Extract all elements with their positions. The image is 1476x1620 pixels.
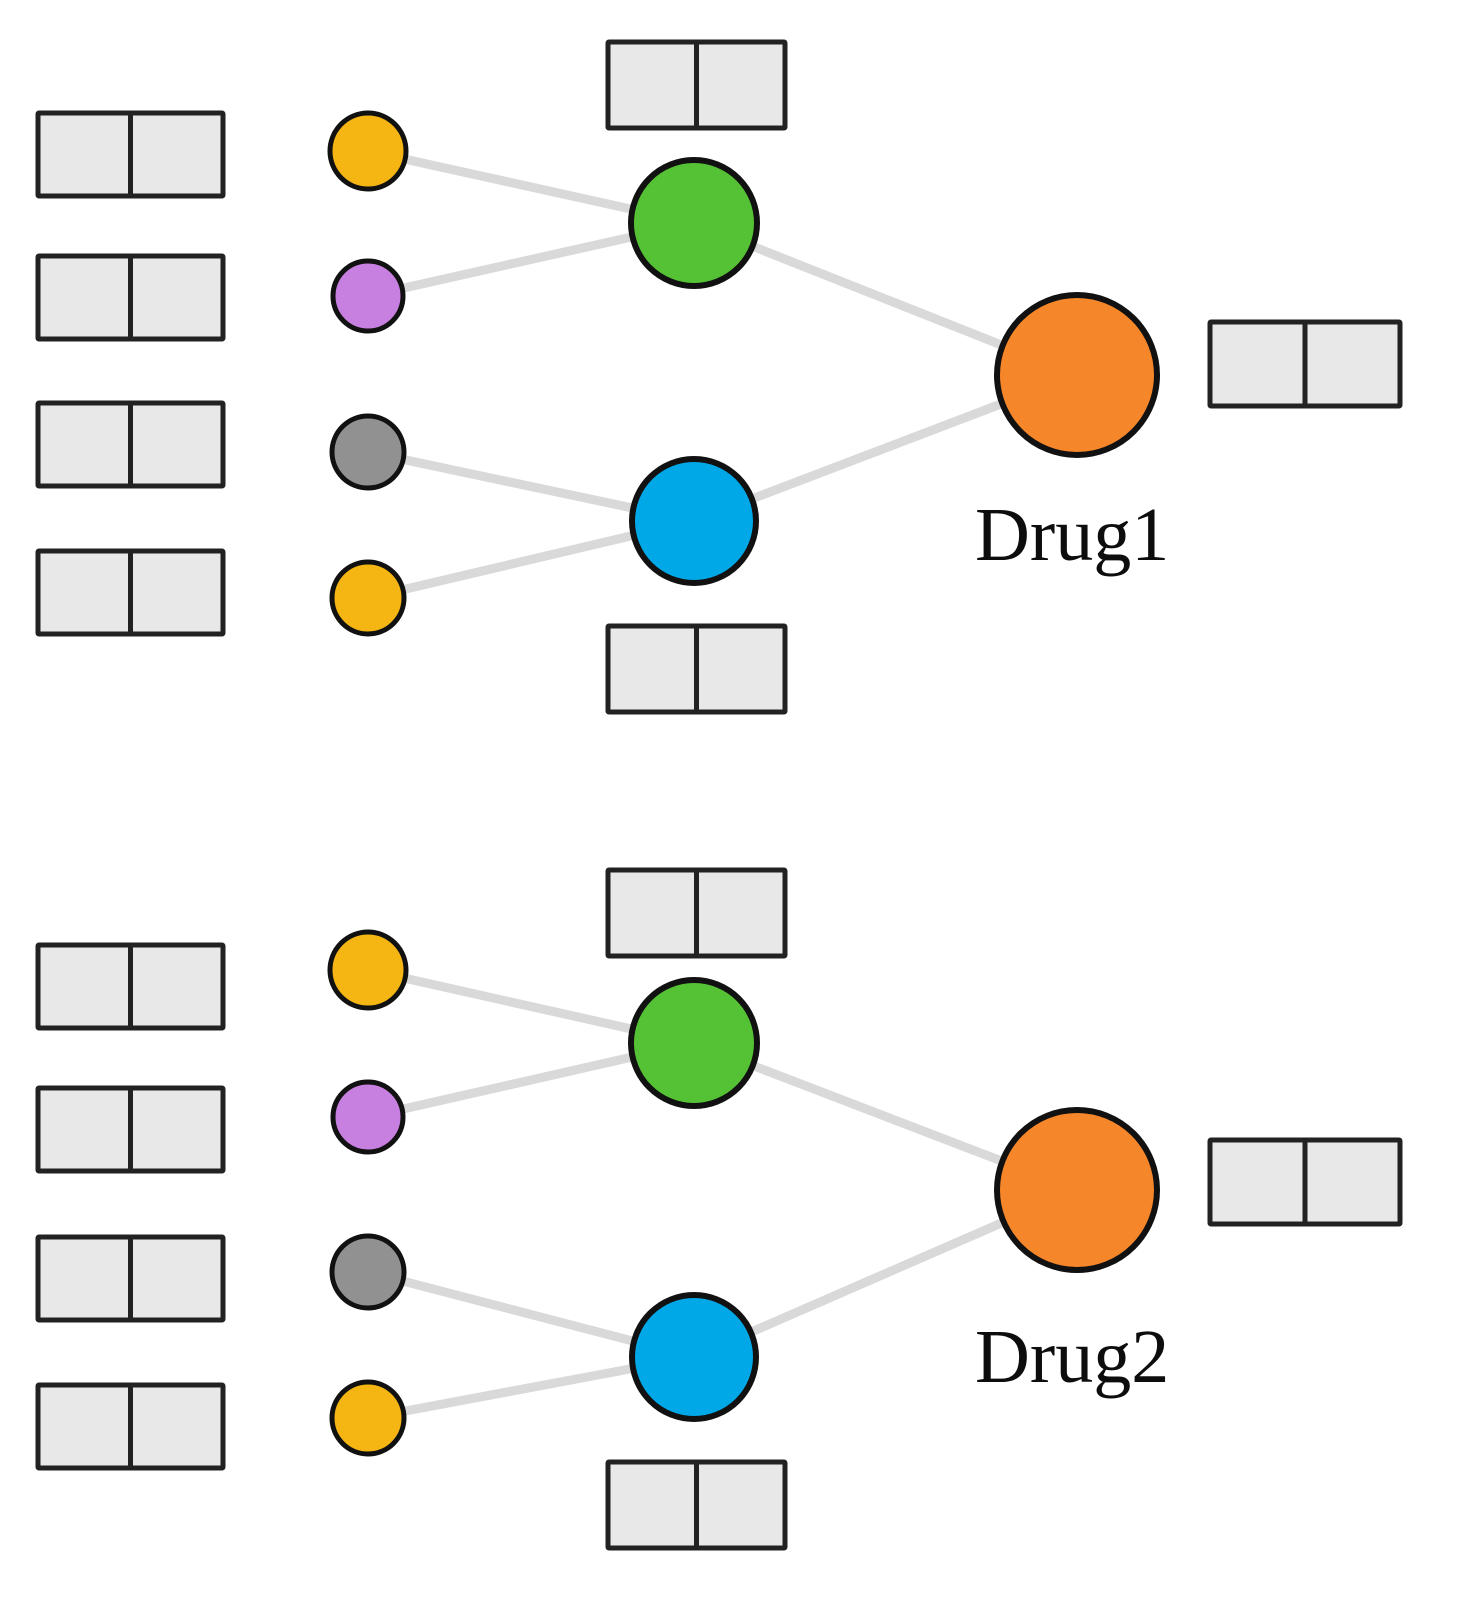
hidden-matrix-box bbox=[605, 1459, 788, 1551]
node-blue-hidden[interactable] bbox=[629, 1292, 759, 1422]
input-matrix-box bbox=[35, 548, 226, 637]
node-yellow-input[interactable] bbox=[329, 559, 407, 637]
node-yellow-input[interactable] bbox=[327, 110, 409, 192]
input-matrix-box bbox=[35, 400, 226, 489]
input-matrix-box bbox=[35, 1085, 226, 1174]
nodes-layer bbox=[327, 110, 1160, 1457]
input-matrix-box bbox=[35, 110, 226, 199]
input-matrix-box bbox=[35, 1382, 226, 1471]
input-matrix-box bbox=[35, 942, 226, 1031]
hidden-matrix-box bbox=[605, 623, 788, 715]
node-yellow-input[interactable] bbox=[329, 1379, 407, 1457]
node-blue-hidden[interactable] bbox=[629, 456, 759, 586]
node-yellow-input[interactable] bbox=[327, 929, 409, 1011]
input-matrix-box bbox=[35, 253, 226, 342]
node-gray-input[interactable] bbox=[329, 413, 407, 491]
drug-label: Drug1 bbox=[975, 493, 1169, 577]
node-green-hidden[interactable] bbox=[628, 977, 760, 1109]
edges-layer bbox=[363, 146, 1082, 1423]
node-orange-output[interactable] bbox=[994, 1107, 1160, 1273]
matrix-boxes-layer bbox=[35, 39, 1403, 1551]
node-purple-input[interactable] bbox=[330, 1079, 406, 1155]
node-gray-input[interactable] bbox=[329, 1233, 407, 1311]
node-purple-input[interactable] bbox=[330, 258, 406, 334]
hidden-matrix-box bbox=[605, 39, 788, 131]
node-orange-output[interactable] bbox=[994, 292, 1160, 458]
input-matrix-box bbox=[35, 1234, 226, 1323]
drug-label: Drug2 bbox=[975, 1315, 1169, 1399]
hidden-matrix-box bbox=[605, 867, 788, 959]
node-green-hidden[interactable] bbox=[628, 157, 760, 289]
output-matrix-box bbox=[1207, 319, 1403, 409]
output-matrix-box bbox=[1207, 1137, 1403, 1227]
